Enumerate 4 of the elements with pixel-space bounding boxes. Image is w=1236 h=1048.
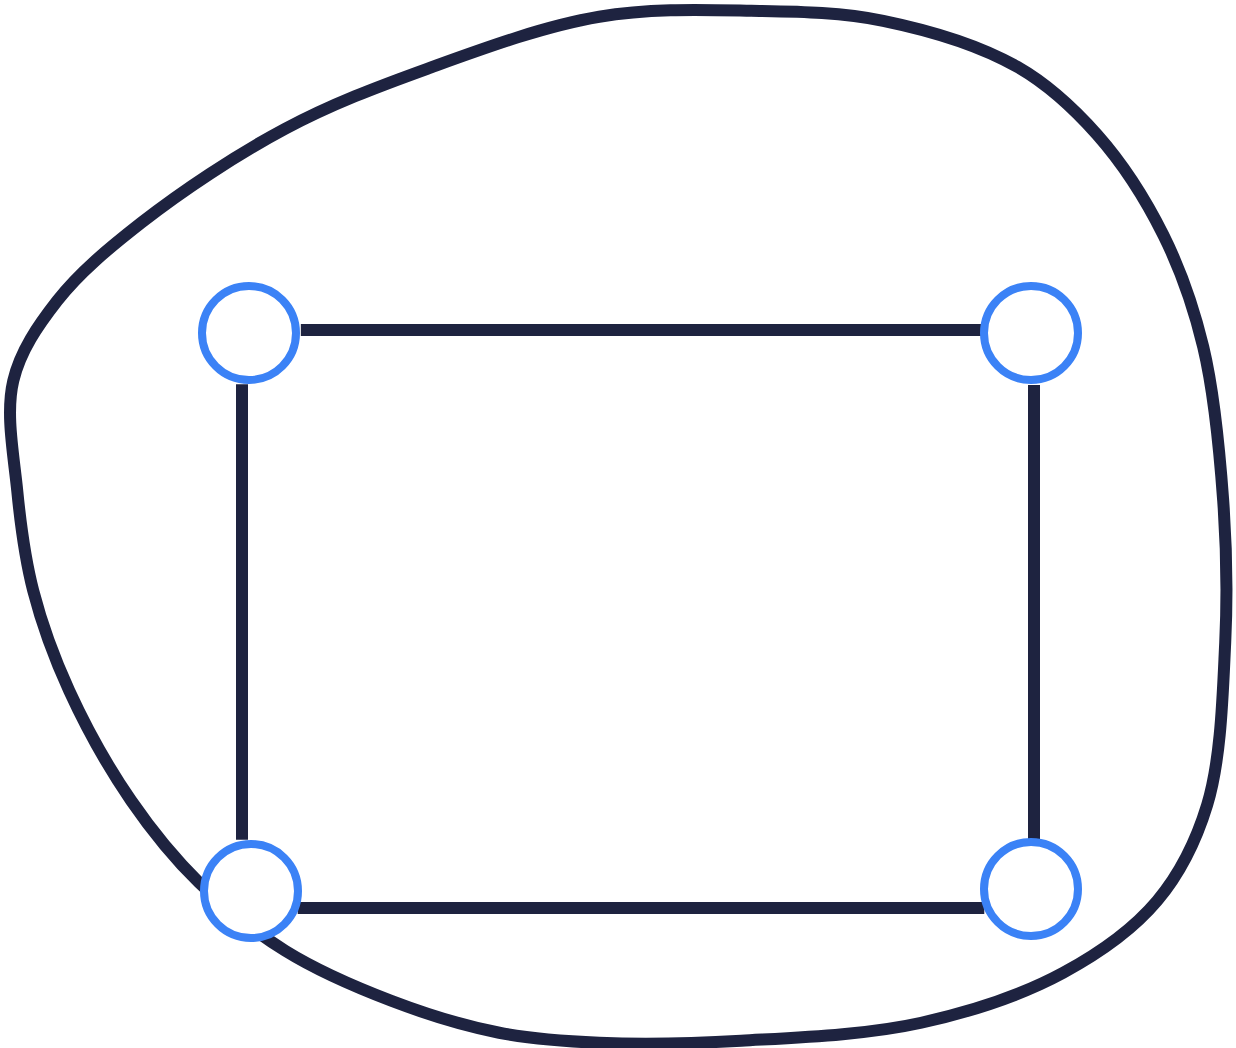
connector-line — [236, 384, 248, 840]
connector-line — [300, 324, 982, 336]
connector-line — [297, 902, 985, 914]
connector-line — [1028, 384, 1040, 840]
